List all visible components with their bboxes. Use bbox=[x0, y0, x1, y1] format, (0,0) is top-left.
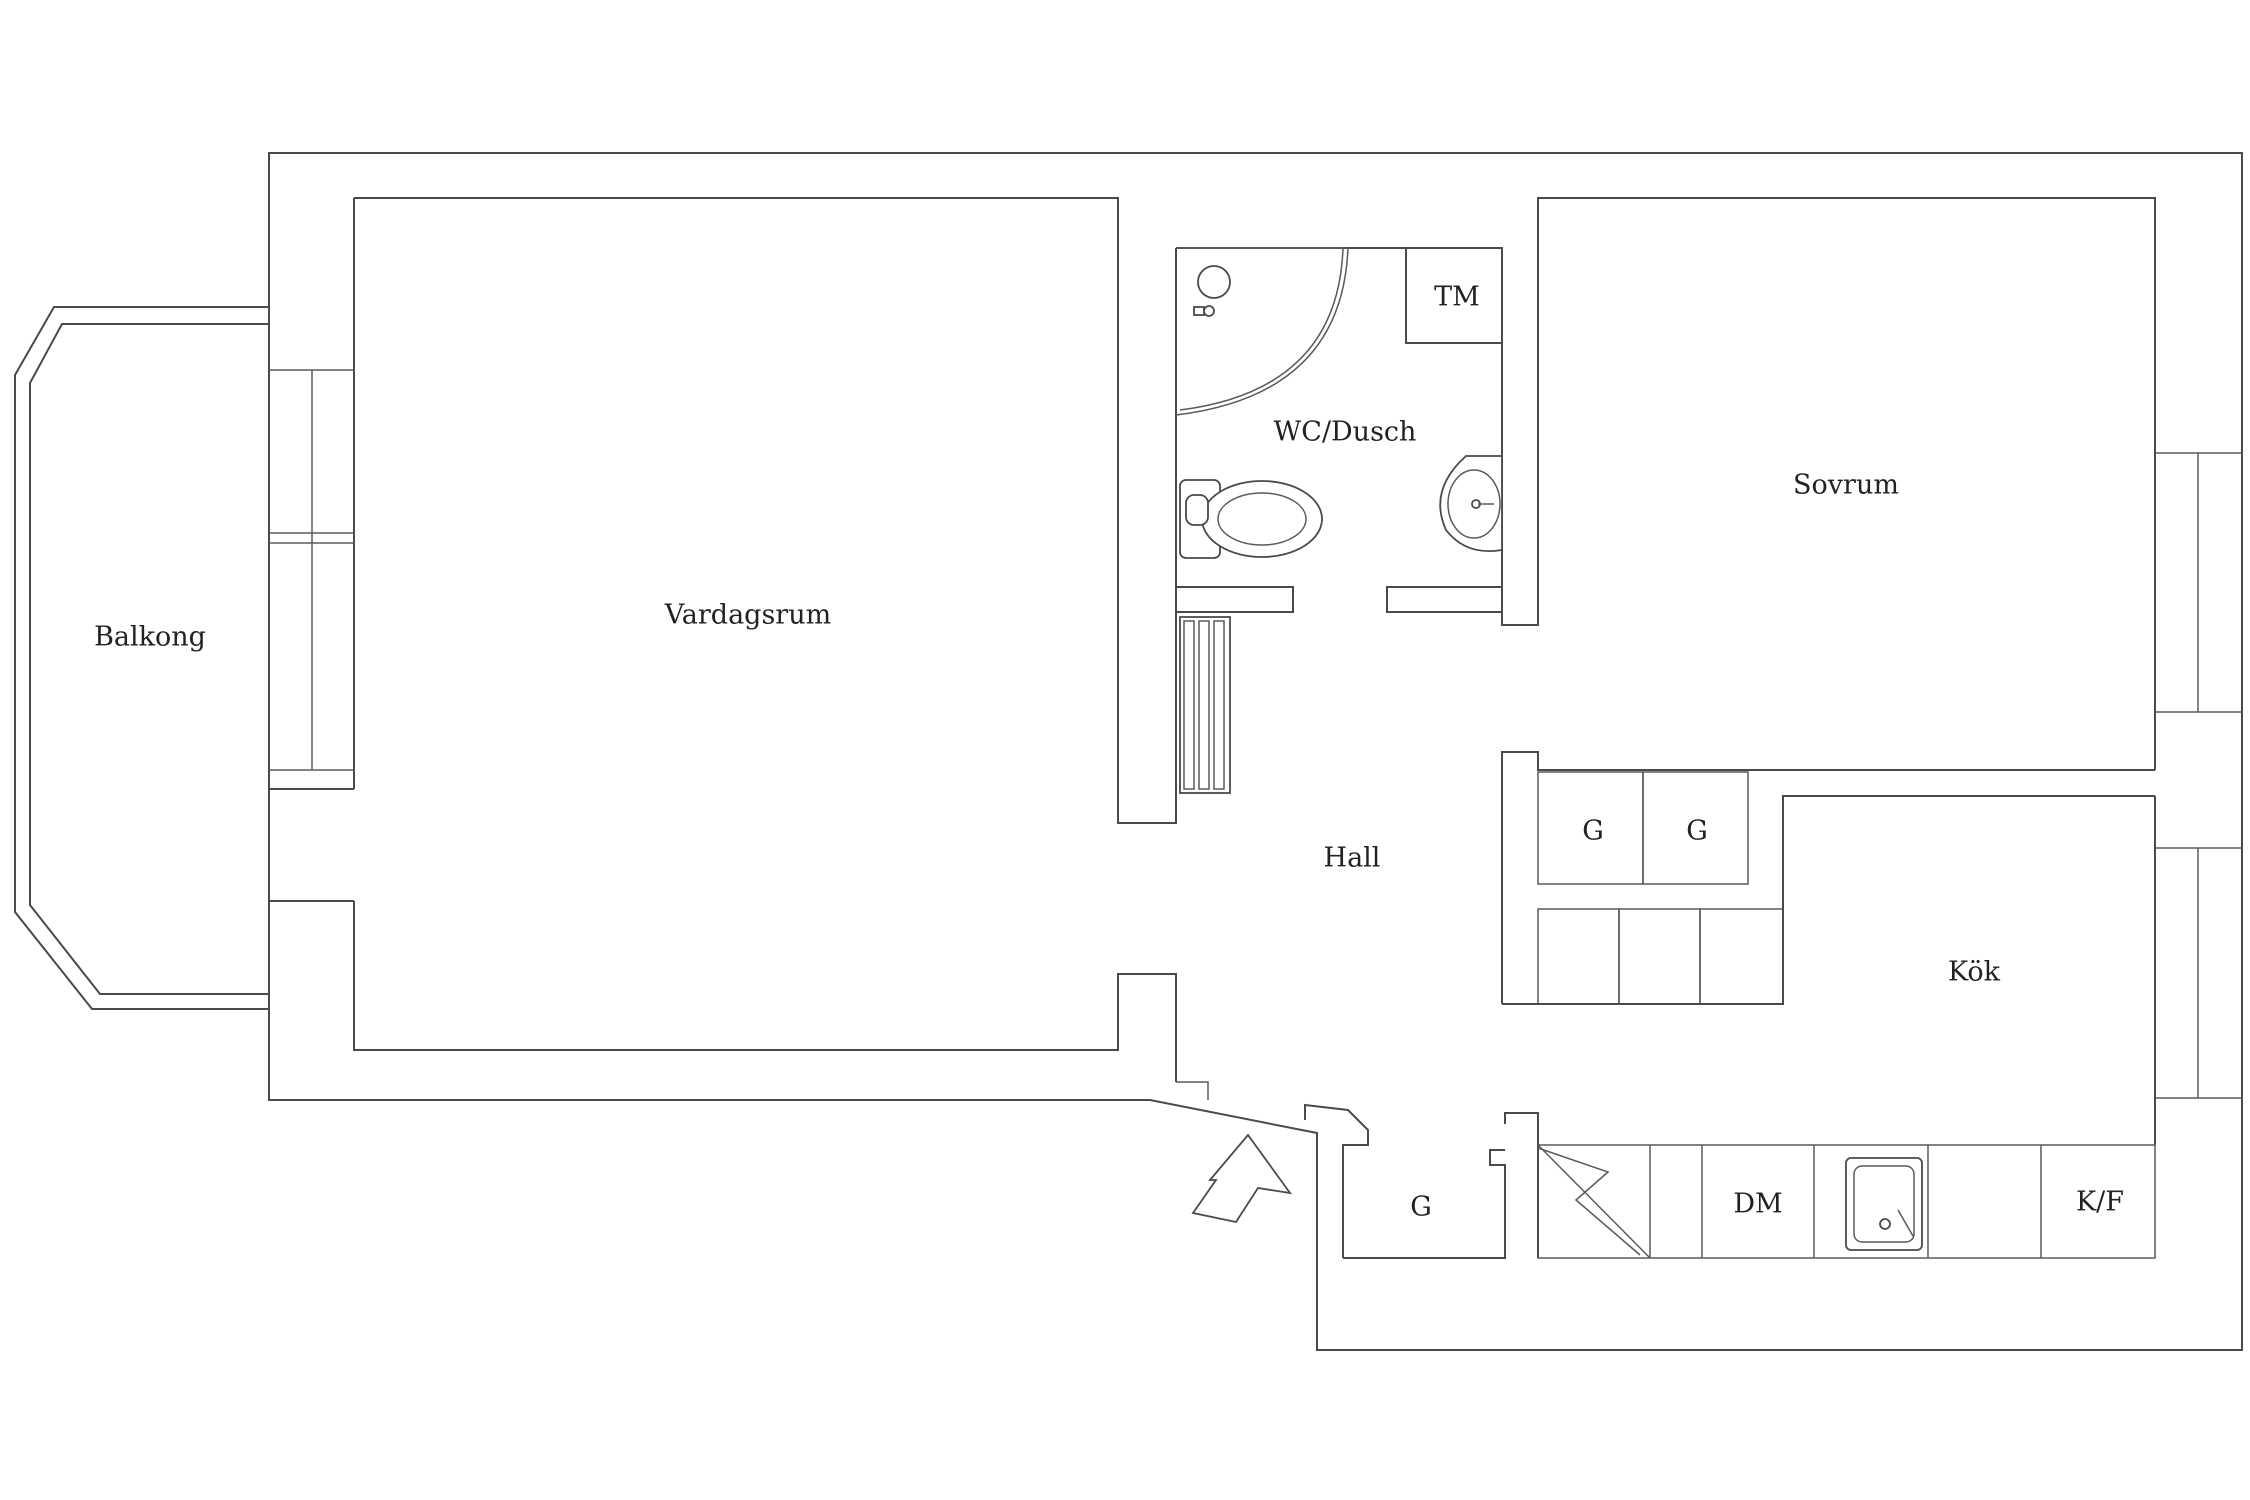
bathroom-walls bbox=[1175, 197, 2156, 770]
shower-icon bbox=[1175, 247, 1349, 416]
stove-icon bbox=[1537, 1147, 1641, 1256]
entry-closet-walls bbox=[1176, 1081, 1506, 1259]
fixture-label-dm: DM bbox=[1733, 1189, 1782, 1220]
room-label-kok: Kök bbox=[1948, 957, 2001, 988]
room-label-balkong: Balkong bbox=[94, 622, 206, 653]
room-label-vardagsrum: Vardagsrum bbox=[664, 600, 831, 631]
room-label-hall: Hall bbox=[1324, 843, 1381, 874]
hall-wardrobes bbox=[1502, 771, 2155, 1005]
room-labels: Balkong Vardagsrum WC/Dusch Sovrum Hall … bbox=[94, 417, 2001, 988]
room-label-wc-dusch: WC/Dusch bbox=[1274, 417, 1417, 448]
room-label-sovrum: Sovrum bbox=[1793, 470, 1899, 501]
fixture-label-g-entry: G bbox=[1410, 1192, 1432, 1223]
sovrum-walls bbox=[1501, 452, 2242, 1004]
hall-radiator bbox=[1179, 616, 1231, 794]
outer-walls bbox=[268, 152, 2243, 1351]
fixture-label-kf: K/F bbox=[2076, 1187, 2124, 1218]
fixture-label-g-2: G bbox=[1686, 816, 1708, 847]
vardagsrum-walls bbox=[269, 197, 1177, 1082]
fixture-label-g-1: G bbox=[1582, 816, 1604, 847]
washbasin-icon bbox=[1439, 455, 1503, 552]
balcony bbox=[14, 306, 269, 1010]
fixture-labels: TM G G G DM K/F bbox=[1410, 282, 2124, 1223]
balcony-door bbox=[269, 369, 354, 771]
sink-icon bbox=[1845, 1157, 1923, 1251]
entrance-arrow-icon bbox=[1191, 1133, 1292, 1224]
kok-walls bbox=[1504, 796, 2242, 1259]
toilet-icon bbox=[1179, 479, 1323, 559]
fixture-label-tm: TM bbox=[1434, 282, 1480, 313]
